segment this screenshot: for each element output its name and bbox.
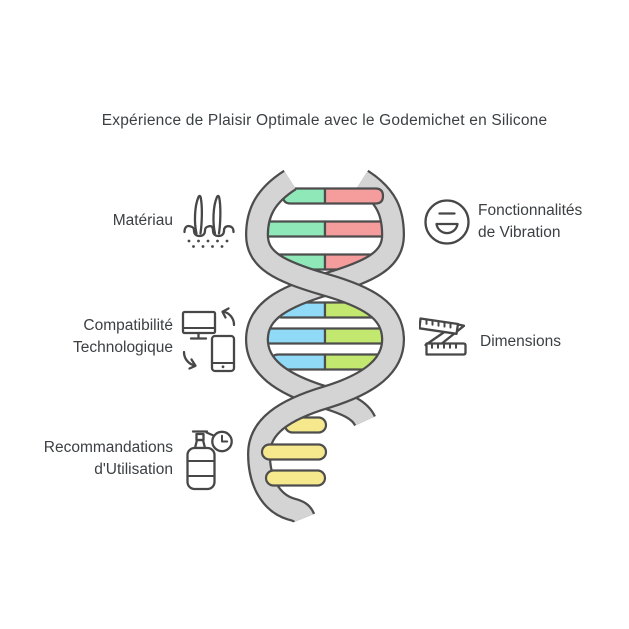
label-fonctionnalites-line2: de Vibration [478, 223, 561, 241]
skin-hair-icon [183, 194, 235, 248]
helix-rung [323, 187, 385, 205]
label-fonctionnalites: Fonctionnalités de Vibration [478, 200, 582, 243]
bottle-body [186, 446, 216, 491]
smiley-face-icon [424, 199, 470, 245]
helix-rungs-front [260, 187, 385, 487]
label-recommandations-line1: Recommandations [43, 439, 173, 456]
label-compatibilite-line1: Compatibilité [83, 317, 173, 334]
label-materiau: Matériau [113, 210, 173, 232]
device-sync-icon [181, 307, 236, 373]
bottle-valve [195, 432, 205, 442]
label-compatibilite: Compatibilité Technologique [73, 315, 173, 358]
helix-rung [264, 469, 327, 487]
label-recommandations: Recommandations d'Utilisation [44, 437, 173, 480]
monitor-shape [181, 310, 217, 335]
clock-hands [221, 434, 229, 443]
skin-dots [187, 239, 229, 248]
bottle-neck [193, 438, 207, 450]
label-dimensions-text: Dimensions [480, 333, 561, 350]
label-dimensions: Dimensions [480, 331, 561, 353]
gauge-connector [205, 431, 215, 437]
label-recommandations-line2: d'Utilisation [94, 460, 173, 478]
helix-rung [260, 443, 328, 461]
label-fonctionnalites-line1: Fonctionnalités [478, 202, 583, 219]
phone-shape [210, 334, 236, 373]
measuring-tape-icon [419, 317, 467, 356]
smiley-mouth [435, 222, 459, 235]
label-materiau-text: Matériau [112, 212, 173, 229]
label-compatibilite-line2: Technologique [73, 338, 173, 356]
helix-rung [259, 220, 327, 238]
helix-strand-left [247, 171, 403, 523]
dna-helix-illustration [244, 169, 406, 524]
bottle-timer-icon [186, 430, 233, 491]
sync-arrows [182, 307, 236, 370]
page-title: Expérience de Plaisir Optimale avec le G… [101, 112, 548, 129]
